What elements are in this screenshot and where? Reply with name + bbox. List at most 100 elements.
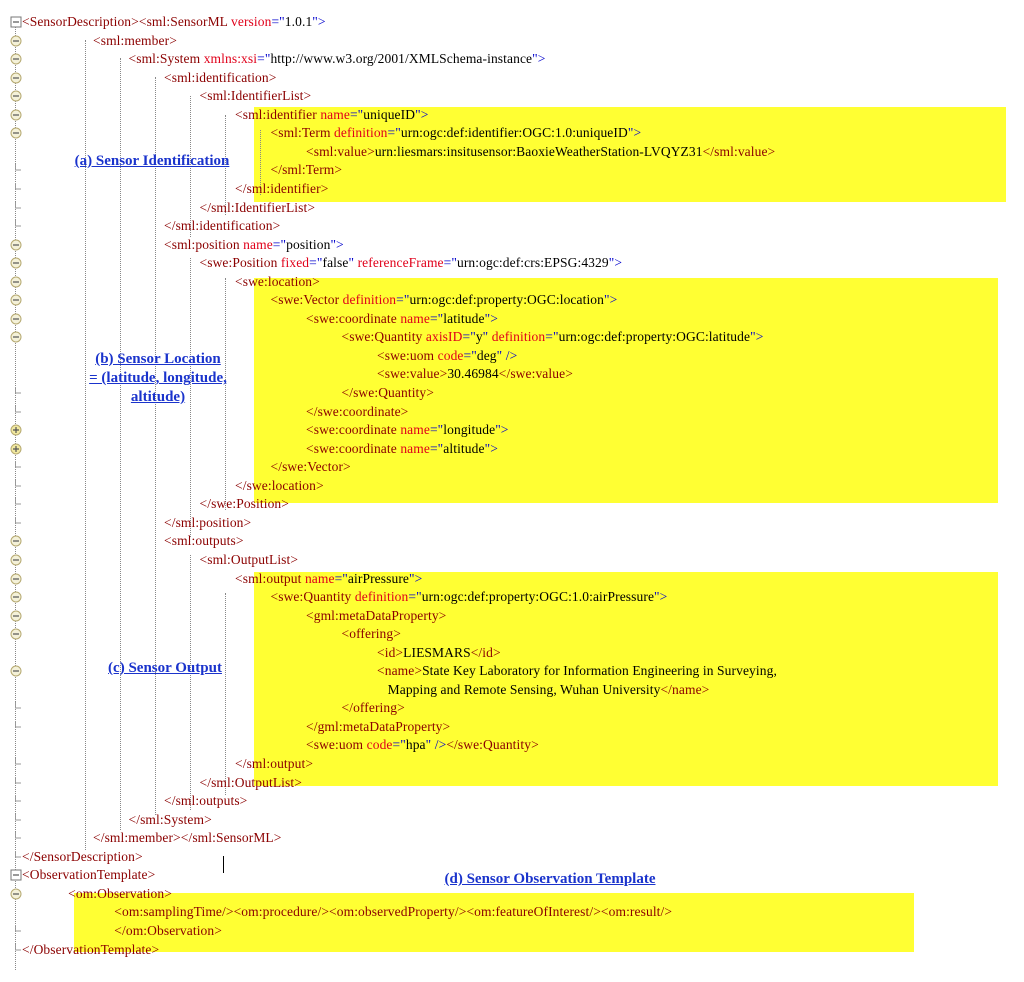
code-line[interactable]: </sml:Term> bbox=[271, 160, 343, 179]
collapse-icon[interactable] bbox=[10, 313, 22, 325]
code-line[interactable]: <swe:coordinate name="latitude"> bbox=[306, 309, 498, 328]
code-token-tag: </swe:Quantity> bbox=[341, 385, 434, 400]
collapse-icon[interactable] bbox=[10, 888, 22, 900]
code-line[interactable]: </swe:coordinate> bbox=[306, 402, 408, 421]
collapse-icon[interactable] bbox=[10, 294, 22, 306]
fold-end-marker bbox=[15, 832, 21, 839]
code-line[interactable]: <swe:Vector definition="urn:ogc:def:prop… bbox=[271, 290, 618, 309]
collapse-icon[interactable] bbox=[10, 573, 22, 585]
code-token-punct: "> bbox=[750, 329, 764, 345]
code-line[interactable]: </ObservationTemplate> bbox=[22, 940, 159, 959]
collapse-icon[interactable] bbox=[10, 127, 22, 139]
code-token-tag: <om:samplingTime/><om:procedure/><om:obs… bbox=[114, 904, 673, 920]
code-line[interactable]: <sml:IdentifierList> bbox=[200, 86, 312, 105]
code-line[interactable]: </sml:identification> bbox=[164, 216, 280, 235]
code-token-text: uniqueID bbox=[363, 106, 416, 122]
collapse-icon[interactable] bbox=[10, 72, 22, 84]
code-line[interactable]: </sml:output> bbox=[235, 754, 313, 773]
code-token-tag: <swe:uom bbox=[306, 737, 367, 753]
code-line[interactable]: <sml:value>urn:liesmars:insitusensor:Bao… bbox=[306, 142, 775, 161]
code-line[interactable]: <gml:metaDataProperty> bbox=[306, 606, 446, 625]
code-token-punct: " bbox=[482, 329, 492, 345]
code-line[interactable]: <om:samplingTime/><om:procedure/><om:obs… bbox=[114, 902, 672, 921]
code-token-tag: <sml:output bbox=[235, 570, 305, 586]
collapse-icon[interactable] bbox=[10, 257, 22, 269]
code-line[interactable]: </sml:outputs> bbox=[164, 791, 247, 810]
code-line[interactable]: <swe:coordinate name="altitude"> bbox=[306, 439, 498, 458]
code-line[interactable]: <swe:uom code="deg" /> bbox=[377, 346, 517, 365]
code-line[interactable]: <offering> bbox=[342, 624, 401, 643]
collapse-icon[interactable] bbox=[10, 628, 22, 640]
collapse-icon[interactable] bbox=[10, 109, 22, 121]
code-line[interactable]: <sml:position name="position"> bbox=[164, 235, 344, 254]
code-line[interactable]: </sml:System> bbox=[129, 810, 212, 829]
code-line[interactable]: </offering> bbox=[342, 698, 405, 717]
code-line[interactable]: </sml:identifier> bbox=[235, 179, 328, 198]
code-token-punct: "> bbox=[409, 570, 423, 586]
code-line[interactable]: <swe:Quantity definition="urn:ogc:def:pr… bbox=[271, 587, 668, 606]
code-line[interactable]: </sml:position> bbox=[164, 513, 251, 532]
code-line[interactable]: <id>LIESMARS</id> bbox=[377, 643, 501, 662]
code-line[interactable]: </swe:Vector> bbox=[271, 457, 351, 476]
code-line[interactable]: <name>State Key Laboratory for Informati… bbox=[377, 661, 777, 680]
code-token-attr: definition bbox=[491, 329, 546, 345]
code-line[interactable]: </gml:metaDataProperty> bbox=[306, 717, 450, 736]
code-line[interactable]: <sml:output name="airPressure"> bbox=[235, 569, 422, 588]
code-line[interactable]: <sml:Term definition="urn:ogc:def:identi… bbox=[271, 123, 642, 142]
code-line[interactable]: </SensorDescription> bbox=[22, 847, 143, 866]
code-line[interactable]: <SensorDescription><sml:SensorML version… bbox=[22, 12, 326, 31]
code-line[interactable]: </sml:OutputList> bbox=[200, 773, 302, 792]
code-token-tag: <ObservationTemplate> bbox=[22, 867, 156, 883]
code-line[interactable]: </swe:Quantity> bbox=[342, 383, 434, 402]
code-token-text: altitude bbox=[443, 440, 485, 456]
collapse-icon[interactable] bbox=[10, 276, 22, 288]
code-line[interactable]: <sml:OutputList> bbox=[200, 550, 299, 569]
code-token-text: 1.0.1 bbox=[284, 14, 313, 29]
code-line[interactable]: </sml:member></sml:SensorML> bbox=[93, 828, 282, 847]
code-line[interactable]: <sml:identification> bbox=[164, 68, 276, 87]
code-token-punct: =" bbox=[257, 51, 271, 67]
code-line[interactable]: <swe:Position fixed="false" referenceFra… bbox=[200, 253, 623, 272]
expand-icon[interactable] bbox=[10, 424, 22, 436]
collapse-icon[interactable] bbox=[10, 331, 22, 343]
code-token-tag: </swe:Vector> bbox=[270, 459, 351, 475]
collapse-icon[interactable] bbox=[10, 869, 22, 881]
code-token-tag: <swe:location> bbox=[235, 273, 320, 289]
code-line[interactable]: <swe:value>30.46984</swe:value> bbox=[377, 364, 573, 383]
code-token-tag: <om:Observation> bbox=[68, 885, 172, 901]
code-line[interactable]: <swe:location> bbox=[235, 272, 320, 291]
code-line[interactable]: </sml:IdentifierList> bbox=[200, 198, 316, 217]
code-line[interactable]: <ObservationTemplate> bbox=[22, 865, 155, 884]
collapse-icon[interactable] bbox=[10, 535, 22, 547]
collapse-icon[interactable] bbox=[10, 53, 22, 65]
code-line[interactable]: <om:Observation> bbox=[68, 884, 172, 903]
code-token-attr: xmlns:xsi bbox=[203, 51, 258, 67]
code-line[interactable]: <sml:member> bbox=[93, 31, 177, 50]
code-line[interactable]: </om:Observation> bbox=[114, 921, 222, 940]
expand-icon[interactable] bbox=[10, 443, 22, 455]
code-line[interactable]: <sml:outputs> bbox=[164, 531, 244, 550]
collapse-icon[interactable] bbox=[10, 16, 22, 28]
code-line[interactable]: <swe:Quantity axisID="y" definition="urn… bbox=[342, 327, 764, 346]
code-token-text: longitude bbox=[443, 422, 496, 438]
annotation-location-line-2: = (latitude, longitude, bbox=[89, 370, 227, 386]
fold-end-marker bbox=[15, 479, 21, 487]
code-token-tag: <swe:coordinate bbox=[306, 422, 401, 438]
collapse-icon[interactable] bbox=[10, 610, 22, 622]
code-line[interactable]: <sml:System xmlns:xsi="http://www.w3.org… bbox=[129, 49, 546, 68]
code-line[interactable]: <swe:uom code="hpa" /></swe:Quantity> bbox=[306, 735, 539, 754]
code-token-text: airPressure bbox=[347, 570, 410, 586]
collapse-icon[interactable] bbox=[10, 591, 22, 603]
collapse-icon[interactable] bbox=[10, 35, 22, 47]
collapse-icon[interactable] bbox=[10, 239, 22, 251]
collapse-icon[interactable] bbox=[10, 90, 22, 102]
code-line[interactable]: Mapping and Remote Sensing, Wuhan Univer… bbox=[388, 680, 710, 699]
collapse-icon[interactable] bbox=[10, 554, 22, 566]
code-line[interactable]: </swe:Position> bbox=[200, 494, 290, 513]
code-line[interactable]: </swe:location> bbox=[235, 476, 324, 495]
code-line[interactable]: <sml:identifier name="uniqueID"> bbox=[235, 105, 428, 124]
collapse-icon[interactable] bbox=[10, 665, 22, 677]
code-token-tag: </sml:System> bbox=[128, 811, 212, 827]
code-line[interactable]: <swe:coordinate name="longitude"> bbox=[306, 420, 509, 439]
code-token-punct: =" bbox=[271, 14, 285, 29]
